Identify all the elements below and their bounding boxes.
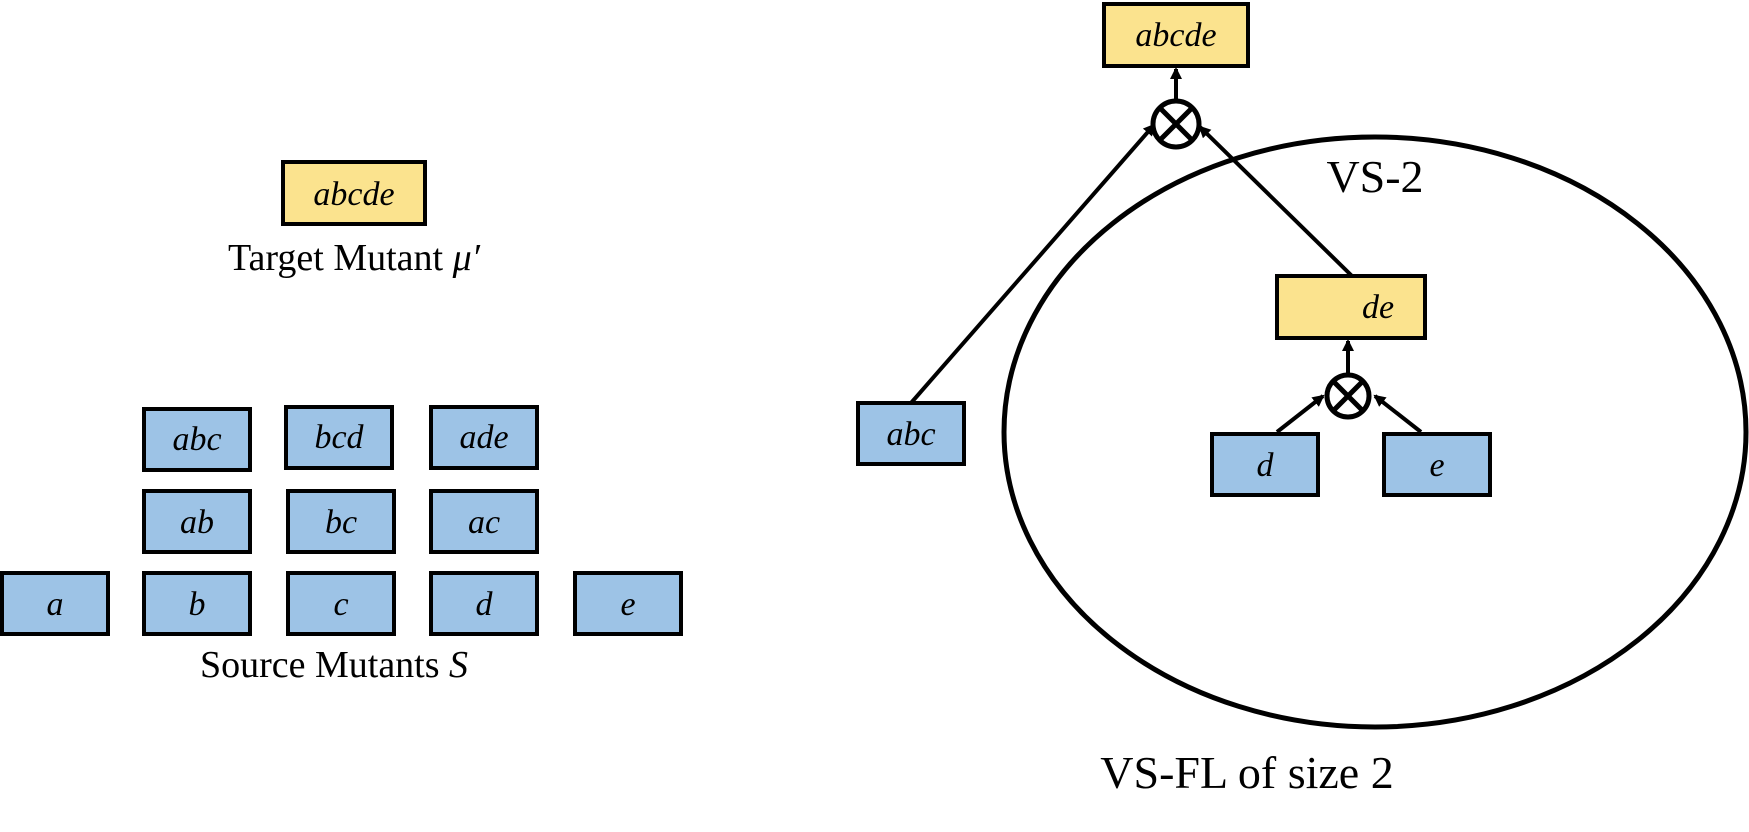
source-mutant-box — [573, 571, 683, 636]
source-d-label: d — [1257, 447, 1275, 484]
source-mutant-node: e — [573, 571, 683, 636]
intermediate-de-node: de — [1275, 274, 1427, 340]
target-mutant-box — [281, 160, 427, 226]
right-panel: VS-2 abcde abc de — [856, 2, 1749, 798]
source-mutant-label: ab — [180, 504, 214, 541]
source-row-1: abc bcd ade — [142, 405, 539, 472]
source-mutant-node: ab — [142, 489, 252, 554]
edge-e-to-inner-combine — [1373, 394, 1423, 434]
target-abcde-box — [1102, 2, 1250, 68]
circled-times-icon — [1150, 98, 1202, 150]
source-mutant-node: b — [142, 571, 252, 636]
source-mutant-node: ac — [429, 489, 539, 554]
source-mutant-box — [429, 405, 539, 470]
target-mutant-caption: Target Mutant μ′ — [228, 237, 481, 279]
source-mutant-box — [286, 489, 396, 554]
source-mutant-box — [286, 571, 396, 636]
source-mutant-box — [142, 489, 252, 554]
source-mutant-box — [429, 571, 539, 636]
source-mutant-node: ade — [429, 405, 539, 470]
intermediate-de-box — [1275, 274, 1427, 340]
source-mutant-box — [0, 571, 110, 636]
source-abc-node: abc — [856, 401, 966, 466]
source-e-node: e — [1382, 432, 1492, 497]
vs-fl-caption: VS-FL of size 2 — [1100, 747, 1393, 798]
source-d-box — [1210, 432, 1320, 497]
source-mutant-label: b — [189, 586, 206, 623]
edge-abc-to-combine — [909, 123, 1156, 405]
target-mutant-node: abcde — [281, 160, 427, 226]
source-mutant-label: ade — [459, 419, 508, 456]
source-mutant-node: a — [0, 571, 110, 636]
source-mutant-label: abc — [172, 421, 221, 458]
source-mutant-label: d — [476, 586, 494, 623]
source-abc-box — [856, 401, 966, 466]
source-e-box — [1382, 432, 1492, 497]
source-mutant-node: abc — [142, 407, 252, 472]
vs-2-region — [1001, 134, 1749, 730]
source-mutant-box — [284, 405, 394, 470]
target-abcde-node: abcde — [1102, 2, 1250, 68]
source-mutants-caption: Source Mutants S — [200, 644, 468, 686]
source-row-3: a b c d e — [0, 571, 683, 636]
intermediate-de-label: de — [1362, 289, 1394, 326]
source-mutant-node: d — [429, 571, 539, 636]
source-d-node: d — [1210, 432, 1320, 497]
target-abcde-label: abcde — [1135, 17, 1216, 54]
source-mutant-node: bcd — [284, 405, 394, 470]
source-mutant-label: ac — [468, 504, 500, 541]
target-mutant-label: abcde — [313, 176, 394, 213]
source-mutant-label: bcd — [314, 419, 364, 456]
source-mutant-box — [429, 489, 539, 554]
source-mutant-label: e — [620, 586, 635, 623]
source-abc-label: abc — [886, 416, 935, 453]
source-mutant-box — [142, 407, 252, 472]
source-mutant-node: bc — [286, 489, 396, 554]
source-mutant-label: a — [47, 586, 64, 623]
edge-d-to-inner-combine — [1275, 394, 1325, 434]
source-mutant-box — [142, 571, 252, 636]
source-mutant-node: c — [286, 571, 396, 636]
left-panel: abcde Target Mutant μ′ abc bcd ade ab — [0, 160, 683, 686]
circled-times-icon — [1324, 372, 1372, 420]
source-e-label: e — [1429, 447, 1444, 484]
vs-2-label: VS-2 — [1326, 151, 1423, 202]
source-mutant-label: c — [333, 586, 348, 623]
edge-de-to-combine — [1198, 125, 1354, 278]
source-row-2: ab bc ac — [142, 489, 539, 554]
source-mutant-label: bc — [325, 504, 357, 541]
